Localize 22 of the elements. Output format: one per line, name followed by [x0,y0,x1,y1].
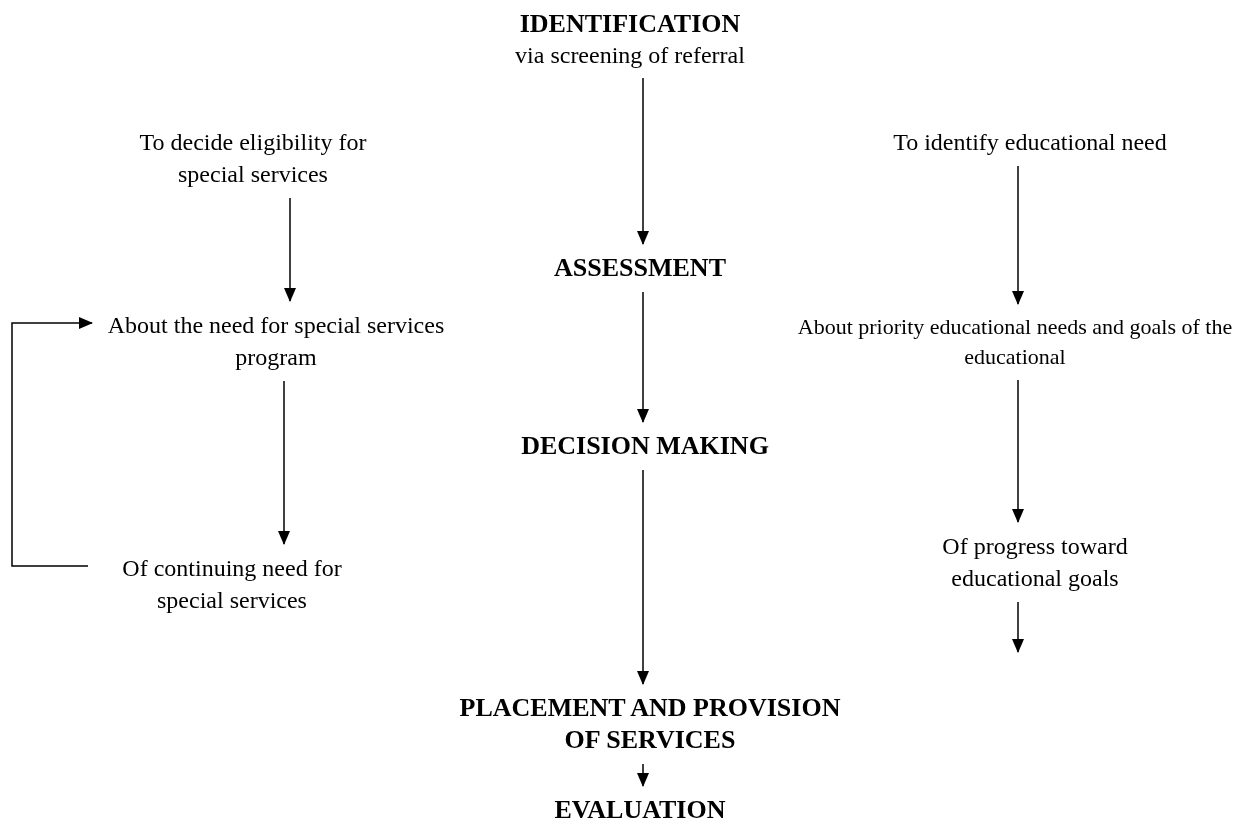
step-text: To decide eligibility for special services [123,122,383,194]
arrow [637,763,649,787]
arrow [637,291,649,423]
stage-heading: DECISION MAKING [475,426,815,466]
arrow [284,197,296,302]
arrow [1012,379,1024,523]
arrow [278,380,290,545]
stage-heading: IDENTIFICATION [518,8,742,40]
step-text: Of continuing need for special services [92,548,372,620]
stage-heading: PLACEMENT AND PROVISION OF SERVICES [455,688,845,760]
stage-note: via screening of referral [514,41,746,70]
stage-heading: EVALUATION [520,790,760,829]
stage-heading: ASSESSMENT [510,248,770,288]
arrow [637,77,649,245]
arrow [1012,601,1024,653]
step-text: About the need for special services program [96,305,456,377]
arrow [1012,165,1024,305]
step-text: About priority educational needs and goals of the educational [795,308,1235,376]
arrow [637,469,649,685]
step-text: To identify educational need [830,122,1230,162]
step-text: Of progress toward educational goals [905,526,1165,598]
arrow [11,317,93,567]
